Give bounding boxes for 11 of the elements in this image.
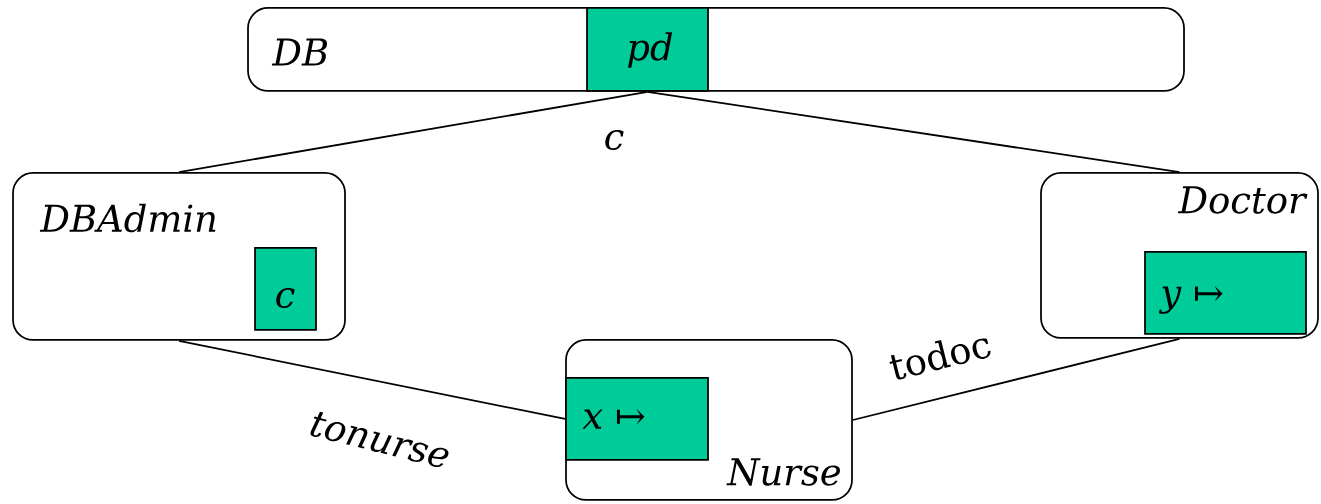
connector (178, 340, 566, 420)
connector (178, 91, 649, 173)
field-box: c (254, 247, 317, 331)
connector (646, 91, 1181, 173)
connector (852, 338, 1181, 421)
field-box: y ↦ (1144, 251, 1307, 335)
label: c (605, 129, 624, 151)
field-box: pd (586, 7, 709, 92)
edge-label: todoc (889, 338, 991, 380)
field-box: x ↦ (565, 377, 709, 461)
edge-label: tonurse (310, 411, 449, 468)
